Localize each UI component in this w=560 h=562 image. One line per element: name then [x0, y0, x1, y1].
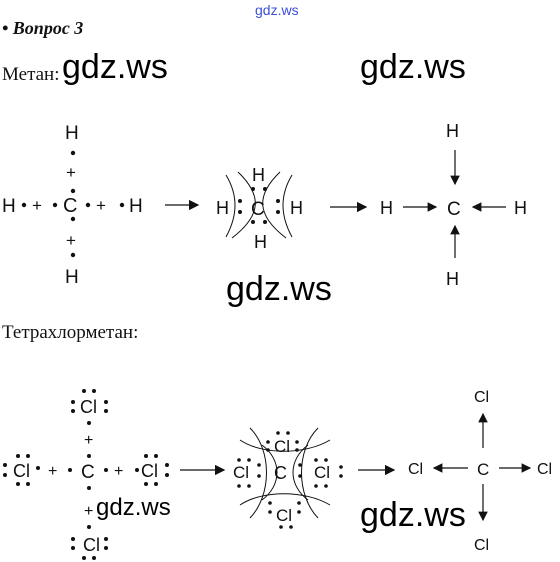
methane-c: C [251, 199, 265, 220]
tetrachloromethane-lewis-structure: Cl + Cl + C + Cl + Cl [3, 389, 169, 560]
methane-h-left: H [2, 196, 16, 217]
ccl4-cl-left: Cl [13, 461, 30, 481]
tetrachloromethane-orbital-overlap: Cl Cl C Cl Cl [233, 427, 343, 529]
methane-h-top: H [252, 165, 265, 185]
methane-structural-formula: H H C H H [380, 121, 527, 289]
plus-sign: + [114, 463, 123, 480]
site-watermark-top: gdz.ws [255, 2, 299, 18]
ccl4-cl-bottom: Cl [474, 537, 489, 554]
ccl4-cl-right: Cl [537, 461, 552, 478]
ccl4-c: C [81, 462, 95, 483]
ccl4-cl-top: Cl [474, 389, 489, 406]
plus-sign: + [48, 463, 57, 480]
watermark: gdz.ws [96, 494, 171, 521]
methane-h-right: H [290, 198, 303, 218]
ccl4-cl-top: Cl [80, 397, 97, 417]
tetrachloromethane-structural-formula: Cl Cl C Cl Cl [408, 389, 552, 554]
methane-h-bottom: H [446, 269, 459, 289]
ccl4-cl-right: Cl [314, 463, 330, 482]
ccl4-cl-bottom: Cl [83, 535, 100, 555]
methane-h-right: H [129, 196, 143, 217]
plus-sign: + [66, 163, 76, 182]
ccl4-c: C [477, 460, 489, 479]
methane-c: C [447, 199, 461, 220]
ccl4-c: C [274, 463, 287, 483]
watermark: gdz.ws [360, 48, 466, 86]
ccl4-cl-left: Cl [408, 461, 423, 478]
watermark: gdz.ws [226, 270, 332, 308]
ccl4-cl-right: Cl [141, 461, 158, 481]
methane-h-right: H [514, 198, 527, 218]
plus-sign: + [84, 432, 93, 449]
methane-h-top: H [446, 121, 459, 141]
methane-h-left: H [216, 198, 229, 218]
methane-h-bottom: H [254, 232, 267, 252]
methane-h-top: H [65, 123, 79, 144]
methane-c: C [63, 195, 77, 217]
ccl4-cl-top: Cl [274, 437, 290, 456]
ccl4-cl-bottom: Cl [276, 506, 292, 525]
methane-h-bottom: H [65, 267, 79, 288]
watermark: gdz.ws [360, 496, 466, 534]
plus-sign: + [66, 231, 76, 250]
methane-h-left: H [380, 198, 393, 218]
methane-orbital-overlap: H H C H H [216, 165, 303, 252]
plus-sign: + [84, 503, 93, 520]
watermark: gdz.ws [62, 48, 168, 86]
tetrachloromethane-label: Тетрахлорметан: [2, 322, 139, 343]
ccl4-cl-left: Cl [233, 463, 249, 482]
plus-sign: + [96, 196, 106, 215]
plus-sign: + [32, 196, 42, 215]
methane-label: Метан: [2, 64, 60, 85]
question-title: • Вопрос 3 [2, 18, 84, 38]
methane-lewis-structure: H + H + C + H + H [2, 123, 143, 288]
